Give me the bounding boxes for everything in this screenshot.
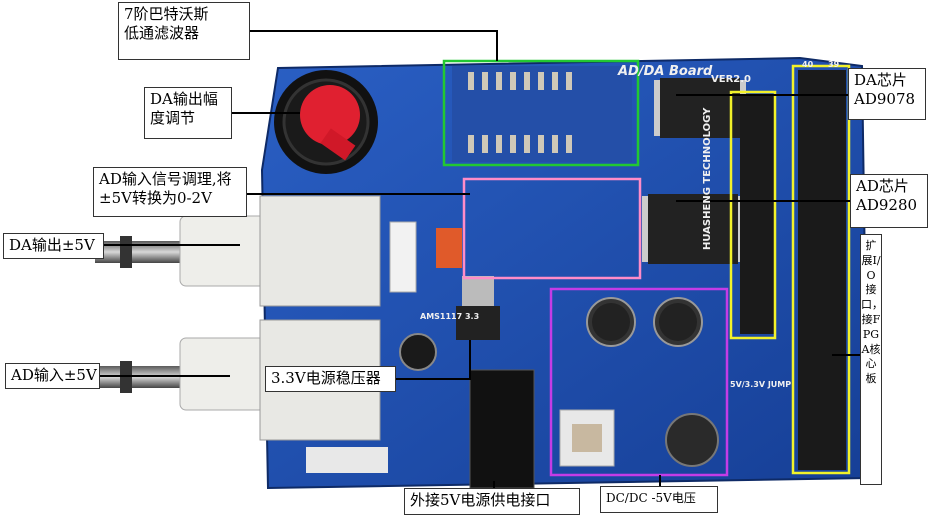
reg-callout-line [396,340,471,380]
ad-chip [642,194,744,264]
board-title: AD/DA Board [618,64,713,79]
da-chip-label-line2: AD9078 [854,90,916,108]
board-version: VER2.0 [711,74,751,85]
da-chip-label: DA芯片 AD9078 [848,68,926,120]
ad-cond-label-line2: ±5V转换为0-2V [99,189,212,207]
ad-chip-label-line2: AD9280 [856,196,918,214]
ad-chip-label-line1: AD芯片 [856,177,909,195]
da-out-label: DA输出±5V [3,233,104,259]
da-chip-label-line1: DA芯片 [854,71,907,89]
expansion-header [798,70,846,470]
expansion-label: 扩展I/O接口，接FPGA核心板 [860,234,883,485]
power-jack [469,369,535,489]
potentiometer-knob [274,70,378,174]
capacitor-c19 [399,333,437,371]
silk-jump: 5V/3.3V JUMP [730,380,792,389]
ad-conditioning-highlight-box [462,177,642,280]
silk-pin-39: 39 [828,60,840,69]
ad-cond-label: AD输入信号调理,将 ±5V转换为0-2V [93,167,247,217]
silk-reg: AMS1117 3.3 [420,312,480,321]
da-adj-label-line2: 度调节 [150,109,196,127]
filter-label-line2: 低通滤波器 [124,24,200,42]
reg-label: 3.3V电源稳压器 [265,366,396,392]
filter-label: 7阶巴特沃斯 低通滤波器 [118,2,250,60]
capacitor-c24 [653,297,703,347]
silk-pin-40: 40 [802,60,814,69]
dcdc-label: DC/DC -5V电压 [600,486,718,513]
capacitor-c23 [586,297,636,347]
silk-huasheng: HUASHENG TECHNOLOGY [702,107,713,250]
header-j4-highlight-box [729,90,777,340]
inductor [665,413,719,467]
ad-cond-label-line1: AD输入信号调理,将 [99,170,232,188]
filter-components [452,66,632,162]
expansion-highlight-box [791,64,851,475]
ad-in-label: AD输入±5V [5,363,100,389]
filter-highlight-box [442,59,640,167]
da-adj-label-line1: DA输出幅 [150,90,218,108]
filter-callout-line [250,30,498,61]
dcdc-highlight-box [549,287,729,477]
ext-power-label: 外接5V电源供电接口 [404,488,580,515]
header-j4 [740,96,774,334]
ad-chip-label: AD芯片 AD9280 [850,174,928,228]
regulator [456,306,500,340]
da-adj-label: DA输出幅 度调节 [144,87,232,139]
filter-label-line1: 7阶巴特沃斯 [124,5,209,23]
